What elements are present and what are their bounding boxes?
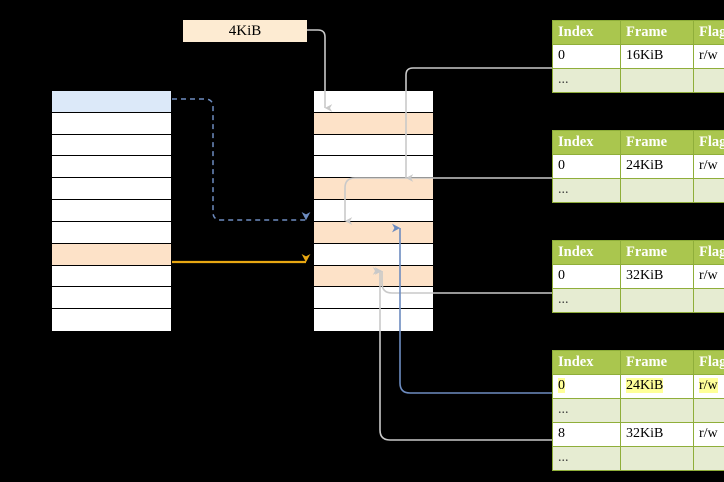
table-row: ... bbox=[552, 68, 724, 94]
physical-frame-row-2 bbox=[314, 134, 433, 157]
cell-index: 0 bbox=[552, 374, 621, 400]
virtual-page-row-7 bbox=[52, 243, 171, 266]
cell-frame bbox=[620, 446, 694, 472]
table-header-row: IndexFrameFlags bbox=[552, 239, 724, 266]
cell-index: 0 bbox=[552, 154, 621, 180]
physical-frame-row-9 bbox=[314, 287, 433, 310]
virtual-address-space-table bbox=[51, 90, 172, 331]
cell-index: ... bbox=[552, 288, 621, 314]
cell-flags: r/w bbox=[693, 154, 724, 180]
virtual-page-row-5 bbox=[52, 200, 171, 222]
page-size-tag: 4KiB bbox=[183, 20, 307, 42]
cell-flags bbox=[693, 178, 724, 204]
cell-flags: r/w bbox=[693, 422, 724, 448]
column-header-frame: Frame bbox=[620, 239, 694, 266]
physical-frame-row-1 bbox=[314, 112, 433, 135]
table-row: ... bbox=[552, 398, 724, 424]
cell-frame bbox=[620, 288, 694, 314]
cell-index: ... bbox=[552, 398, 621, 424]
virtual-page-row-9 bbox=[52, 287, 171, 310]
highlighted-value: 0 bbox=[558, 378, 565, 394]
page-table-4: IndexFrameFlags024KiBr/w...832KiBr/w... bbox=[552, 349, 724, 472]
cell-frame bbox=[620, 68, 694, 94]
page-table-2: IndexFrameFlags024KiBr/w... bbox=[552, 129, 724, 204]
virtual-page-row-10 bbox=[52, 309, 171, 331]
physical-frame-row-10 bbox=[314, 309, 433, 331]
column-header-flags: Flags bbox=[693, 239, 724, 266]
page-table-3: IndexFrameFlags032KiBr/w... bbox=[552, 239, 724, 314]
virtual-page-row-6 bbox=[52, 221, 171, 244]
cell-flags: r/w bbox=[693, 44, 724, 70]
virtual-page-row-4 bbox=[52, 178, 171, 201]
page-table-1: IndexFrameFlags016KiBr/w... bbox=[552, 19, 724, 94]
table-row: 0 24KiB r/w bbox=[552, 374, 724, 400]
wire-virtual-page-dashed bbox=[172, 98, 311, 221]
column-header-frame: Frame bbox=[620, 19, 694, 46]
virtual-page-row-8 bbox=[52, 265, 171, 288]
highlighted-value: 24KiB bbox=[626, 378, 664, 394]
physical-memory-table bbox=[313, 90, 434, 331]
cell-frame: 32KiB bbox=[620, 422, 694, 448]
column-header-index: Index bbox=[552, 349, 621, 376]
cell-index: ... bbox=[552, 68, 621, 94]
physical-frame-row-5 bbox=[314, 200, 433, 222]
physical-frame-row-3 bbox=[314, 156, 433, 179]
physical-frame-row-0 bbox=[314, 91, 433, 113]
physical-frame-row-4 bbox=[314, 178, 433, 201]
cell-flags: r/w bbox=[693, 374, 724, 400]
virtual-page-row-3 bbox=[52, 156, 171, 179]
table-header-row: IndexFrameFlags bbox=[552, 19, 724, 46]
cell-flags bbox=[693, 68, 724, 94]
table-row: ... bbox=[552, 288, 724, 314]
cell-flags bbox=[693, 446, 724, 472]
virtual-page-row-0 bbox=[52, 91, 171, 113]
column-header-index: Index bbox=[552, 129, 621, 156]
table-row: ... bbox=[552, 446, 724, 472]
table-header-row: IndexFrameFlags bbox=[552, 129, 724, 156]
column-header-frame: Frame bbox=[620, 349, 694, 376]
column-header-index: Index bbox=[552, 239, 621, 266]
physical-frame-row-7 bbox=[314, 243, 433, 266]
cell-index: ... bbox=[552, 178, 621, 204]
column-header-frame: Frame bbox=[620, 129, 694, 156]
cell-index: 0 bbox=[552, 44, 621, 70]
cell-index: 0 bbox=[552, 264, 621, 290]
table-row: ... bbox=[552, 178, 724, 204]
cell-frame: 16KiB bbox=[620, 44, 694, 70]
cell-flags: r/w bbox=[693, 264, 724, 290]
cell-frame bbox=[620, 398, 694, 424]
physical-frame-row-8 bbox=[314, 265, 433, 288]
cell-frame: 24KiB bbox=[620, 154, 694, 180]
highlighted-value: r/w bbox=[699, 378, 718, 394]
virtual-page-row-2 bbox=[52, 134, 171, 157]
column-header-flags: Flags bbox=[693, 19, 724, 46]
virtual-page-row-1 bbox=[52, 112, 171, 135]
column-header-flags: Flags bbox=[693, 129, 724, 156]
physical-frame-row-6 bbox=[314, 221, 433, 244]
cell-frame bbox=[620, 178, 694, 204]
column-header-flags: Flags bbox=[693, 349, 724, 376]
cell-flags bbox=[693, 398, 724, 424]
cell-index: ... bbox=[552, 446, 621, 472]
cell-frame: 32KiB bbox=[620, 264, 694, 290]
cell-flags bbox=[693, 288, 724, 314]
column-header-index: Index bbox=[552, 19, 621, 46]
cell-index: 8 bbox=[552, 422, 621, 448]
cell-frame: 24KiB bbox=[620, 374, 694, 400]
table-header-row: IndexFrameFlags bbox=[552, 349, 724, 376]
